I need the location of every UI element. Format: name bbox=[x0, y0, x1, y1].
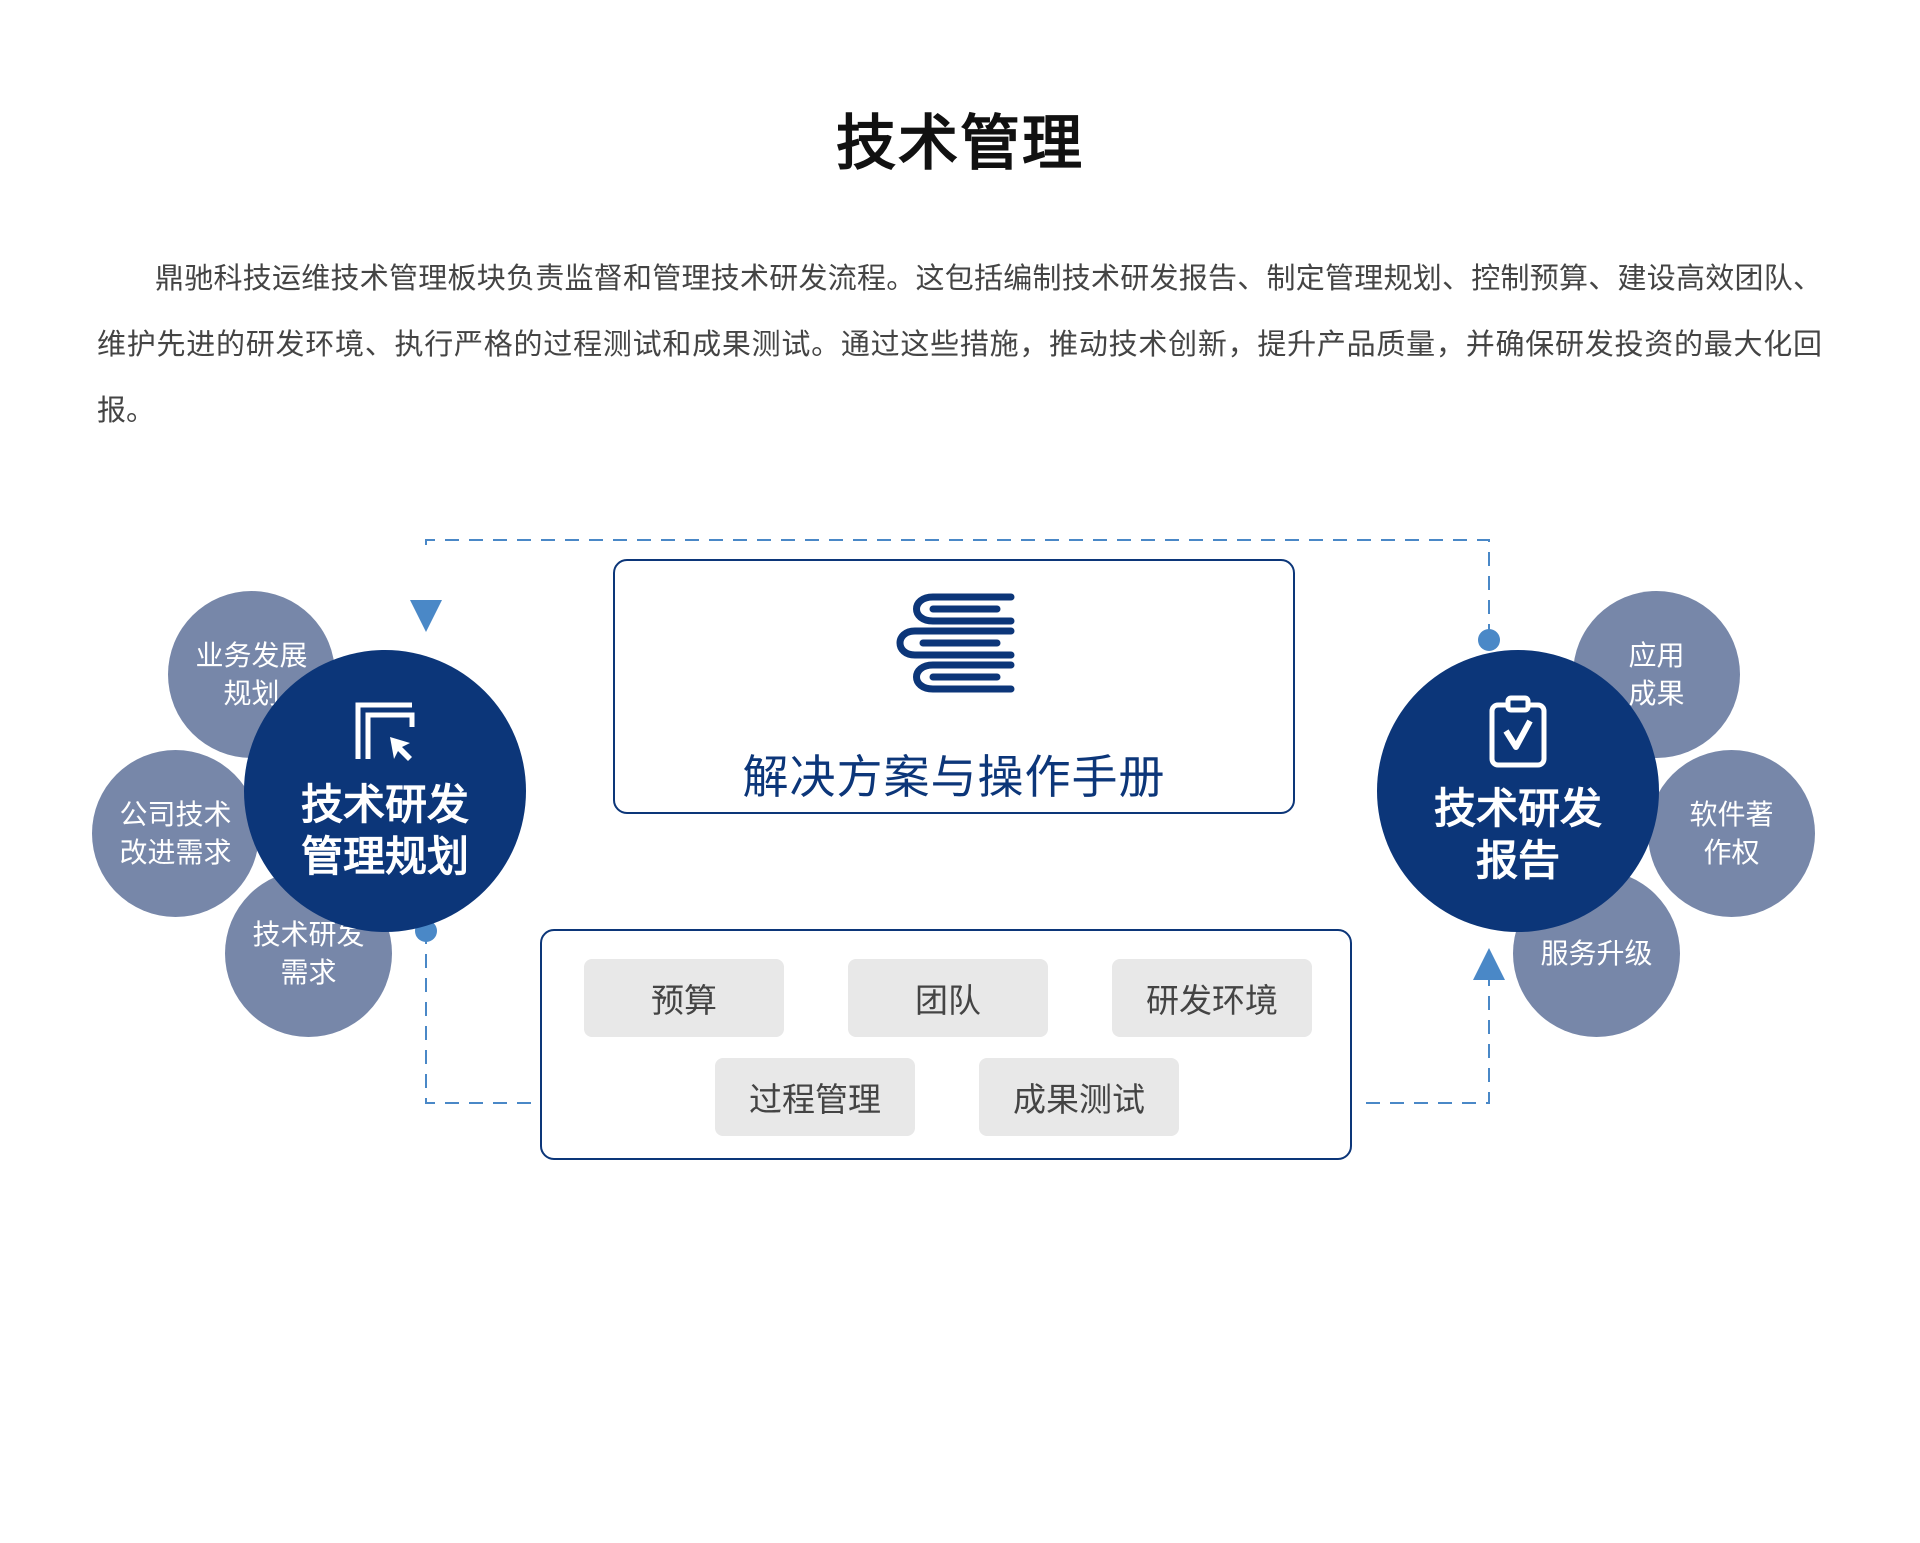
left-hub-rd-planning: 技术研发管理规划 bbox=[244, 650, 526, 932]
right-hub-rd-report: 技术研发报告 bbox=[1377, 650, 1659, 932]
tag-team: 团队 bbox=[848, 959, 1048, 1037]
satellite-label: 成果 bbox=[1628, 676, 1685, 710]
page-title: 技术管理 bbox=[836, 109, 1084, 179]
hub-title-line: 管理规划 bbox=[300, 832, 469, 881]
hub-title-line: 报告 bbox=[1475, 836, 1560, 885]
satellite-label: 服务升级 bbox=[1540, 936, 1653, 970]
hub-title-line: 技术研发 bbox=[1433, 784, 1602, 833]
left-down-connector bbox=[425, 930, 540, 1104]
tag-rd-environment: 研发环境 bbox=[1112, 959, 1312, 1037]
cursor-select-icon bbox=[355, 702, 415, 761]
manual-title: 解决方案与操作手册 bbox=[742, 750, 1166, 804]
hub-title-line: 技术研发 bbox=[300, 780, 469, 829]
satellite-label: 软件著 bbox=[1689, 797, 1774, 831]
solutions-manual-box: 解决方案与操作手册 bbox=[613, 559, 1295, 814]
satellite-label: 作权 bbox=[1703, 835, 1760, 869]
right-connector-dot bbox=[1478, 629, 1500, 651]
satellite-label: 改进需求 bbox=[119, 835, 232, 869]
right-arrow-up bbox=[1473, 948, 1505, 980]
management-elements-box: 预算 团队 研发环境 过程管理 成果测试 bbox=[540, 929, 1352, 1160]
satellite-label: 应用 bbox=[1628, 638, 1685, 672]
clipboard-check-icon bbox=[1489, 695, 1547, 768]
satellite-label: 公司技术 bbox=[119, 797, 232, 831]
top-loop-connector bbox=[425, 539, 1490, 640]
left-satellite-company-needs: 公司技术改进需求 bbox=[92, 750, 259, 917]
stacked-books-icon bbox=[896, 593, 1015, 693]
satellite-label: 业务发展 bbox=[195, 638, 308, 672]
tag-process-management: 过程管理 bbox=[715, 1058, 915, 1136]
intro-paragraph: 鼎驰科技运维技术管理板块负责监督和管理技术研发流程。这包括编制技术研发报告、制定… bbox=[97, 261, 1822, 427]
right-satellite-copyright: 软件著作权 bbox=[1648, 750, 1815, 917]
tag-budget: 预算 bbox=[584, 959, 784, 1037]
satellite-label: 规划 bbox=[223, 676, 280, 710]
satellite-label: 需求 bbox=[280, 955, 337, 989]
tag-result-testing: 成果测试 bbox=[979, 1058, 1179, 1136]
left-arrow-down bbox=[410, 600, 442, 632]
right-up-connector bbox=[1366, 980, 1490, 1104]
